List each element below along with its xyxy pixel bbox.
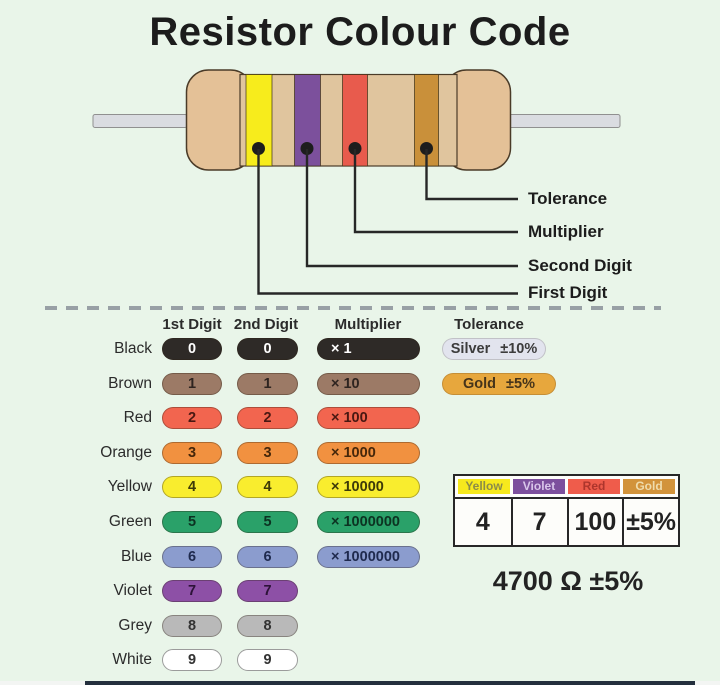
column-header-tolerance: Tolerance (454, 316, 524, 333)
multiplier-pill: × 100 (317, 407, 420, 430)
second-digit-pill: 4 (237, 476, 298, 499)
multiplier-pill: × 10 (317, 372, 420, 395)
first-digit-pill: 0 (162, 338, 222, 360)
resistor-illustration (92, 69, 621, 295)
page-title: Resistor Colour Code (149, 10, 571, 54)
multiplier-callout-label: Multiplier (528, 222, 604, 241)
second-digit-pill: 0 (237, 338, 298, 360)
second-digit-pill: 9 (237, 649, 298, 672)
example-value-multiplier: 100 (566, 497, 623, 545)
bottom-crop-strip (0, 681, 720, 685)
example-result: 4700 Ω ±5% (492, 566, 644, 596)
example-table-header-row: Yellow Violet Red Gold (455, 476, 678, 497)
multiplier-pill: × 10000 (317, 476, 420, 499)
band-dot (348, 142, 362, 155)
second-digit-pill: 5 (237, 511, 298, 533)
first-digit-pill: 8 (162, 614, 222, 637)
silver-value: ±10% (500, 341, 538, 357)
silver-label: Silver (450, 341, 491, 357)
example-table-value-row: 4 7 100 ±5% (455, 497, 678, 545)
band-dot (420, 142, 433, 155)
multiplier-pill: × 1000000 (317, 545, 420, 568)
second-digit-callout-label: Second Digit (528, 256, 632, 275)
colour-name-label: Yellow (107, 478, 152, 496)
colour-name-label: Black (114, 340, 152, 357)
colour-code-row: Red 2 2 × 100 (0, 407, 560, 430)
example-value-tolerance: ±5% (622, 497, 678, 545)
tolerance-callout-label: Tolerance (528, 189, 608, 208)
tolerance-connector-line (425, 149, 518, 201)
colour-code-row: Brown 1 1 × 10 (0, 372, 560, 395)
example-header-yellow: Yellow (458, 479, 510, 494)
colour-code-row: Black 0 0 × 1 (0, 338, 560, 360)
second-digit-pill: 1 (237, 372, 298, 395)
colour-name-label: Green (108, 513, 152, 530)
multiplier-pill: × 1000 (317, 441, 420, 464)
column-header-2nd-digit: 2nd Digit (233, 316, 299, 333)
first-digit-pill: 6 (162, 545, 222, 568)
example-header-violet: Violet (513, 479, 565, 494)
column-header-multiplier: Multiplier (334, 316, 402, 333)
example-header-gold: Gold (623, 479, 675, 494)
example-value-first-digit: 4 (455, 497, 511, 545)
second-digit-pill: 6 (237, 545, 298, 568)
resistor-lead-right (507, 114, 621, 128)
second-digit-pill: 7 (237, 580, 298, 603)
column-header-1st-digit: 1st Digit (162, 316, 222, 333)
example-table: Yellow Violet Red Gold 4 7 100 ±5% (453, 474, 680, 547)
gold-tolerance-pill: Gold ±5% (442, 373, 556, 395)
multiplier-connector-line (353, 149, 518, 234)
example-value-second-digit: 7 (510, 497, 567, 545)
band-dot (300, 142, 314, 155)
first-digit-pill: 7 (162, 580, 222, 603)
colour-name-label: White (112, 651, 152, 669)
colour-name-label: Grey (118, 616, 152, 634)
first-digit-connector-line (257, 149, 518, 295)
colour-name-label: Orange (100, 443, 152, 461)
dashed-divider (45, 306, 661, 310)
second-digit-connector-line (305, 149, 518, 268)
first-digit-pill: 3 (162, 441, 222, 464)
colour-code-row: White 9 9 (0, 649, 560, 672)
multiplier-pill: × 1 (317, 338, 420, 360)
example-header-red: Red (568, 479, 620, 494)
second-digit-pill: 3 (237, 441, 298, 464)
colour-code-row: Violet 7 7 (0, 580, 560, 603)
colour-name-label: Brown (108, 374, 152, 392)
second-digit-pill: 2 (237, 407, 298, 430)
resistor-lead-left (92, 114, 188, 128)
colour-code-row: Grey 8 8 (0, 614, 560, 637)
bottom-banner-edge (85, 681, 695, 685)
colour-name-label: Blue (120, 547, 152, 565)
colour-code-row: Blue 6 6 × 1000000 (0, 545, 560, 568)
first-digit-callout-label: First Digit (528, 283, 608, 302)
band-dot (252, 142, 265, 155)
first-digit-pill: 5 (162, 511, 222, 533)
silver-tolerance-pill: Silver ±10% (442, 338, 546, 360)
colour-code-row: Orange 3 3 × 1000 (0, 441, 560, 464)
first-digit-pill: 1 (162, 372, 222, 395)
first-digit-pill: 4 (162, 476, 222, 499)
first-digit-pill: 2 (162, 407, 222, 430)
gold-label: Gold (463, 376, 497, 392)
gold-value: ±5% (506, 376, 535, 392)
first-digit-pill: 9 (162, 649, 222, 672)
colour-name-label: Violet (113, 582, 153, 600)
colour-code-row: Yellow 4 4 × 10000 (0, 476, 560, 499)
colour-code-row: Green 5 5 × 1000000 (0, 511, 560, 533)
multiplier-pill: × 1000000 (317, 511, 420, 533)
second-digit-pill: 8 (237, 614, 298, 637)
colour-name-label: Red (123, 409, 152, 427)
